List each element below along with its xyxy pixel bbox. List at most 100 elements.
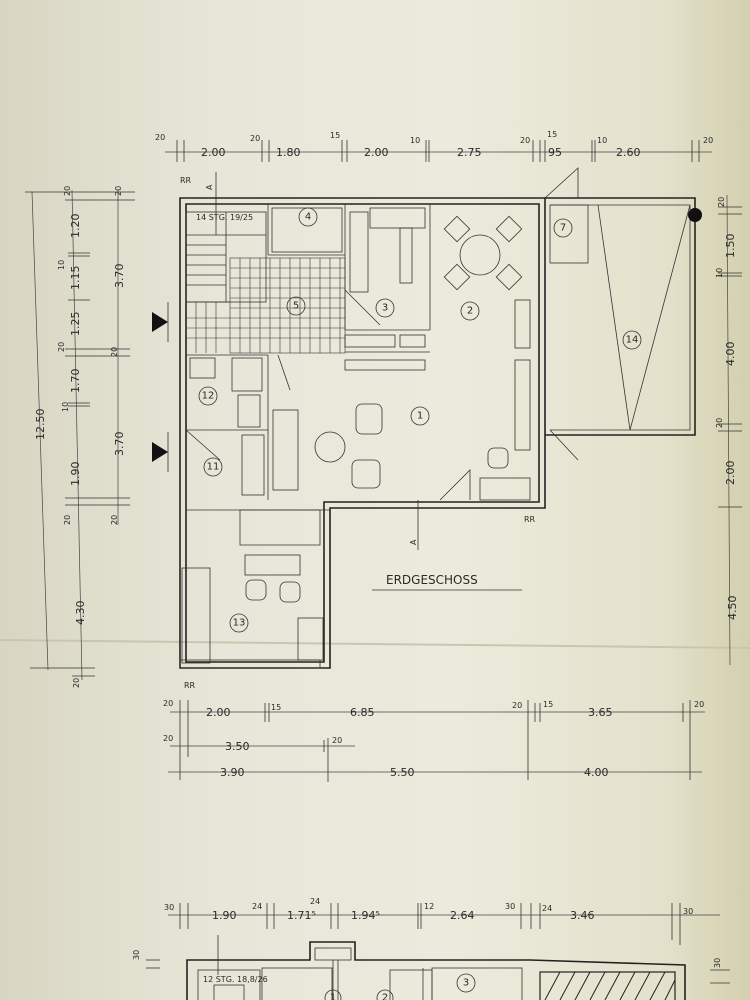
wall-dim: 30 [713, 958, 722, 968]
room-number-5: 5 [293, 301, 299, 312]
dim-left-mid: 3.70 [113, 432, 126, 457]
tiled-floor [186, 257, 346, 354]
wall-dim: 24 [542, 904, 552, 913]
upper-room-number-3: 3 [463, 978, 469, 989]
section-marker-a-bottom: A [409, 539, 418, 545]
wall-dim: 24 [252, 902, 262, 911]
wall-dim: 20 [163, 699, 173, 708]
dim-left-inner: 1.25 [69, 312, 82, 337]
room-number-14: 14 [626, 335, 639, 346]
dim-left-inner: 1.15 [69, 266, 82, 291]
wall-dim: 20 [250, 134, 260, 143]
dim-bottom: 2.00 [206, 706, 231, 719]
wall-dim: 15 [271, 703, 281, 712]
rr-label: RR [524, 515, 536, 524]
dim-right: 2.00 [724, 461, 737, 486]
top-dimension-chain: 2.00 1.80 2.00 2.75 95 2.60 20 20 15 10 … [155, 130, 713, 162]
dim-upper: 1.94⁵ [351, 909, 380, 922]
wall-dim: 10 [597, 136, 607, 145]
dim-left-inner: 1.70 [69, 369, 82, 394]
wall-dim: 20 [110, 347, 119, 357]
right-dimension-chain: 1.50 4.00 2.00 4.50 20 10 20 [715, 194, 742, 666]
room-number-1: 1 [417, 411, 423, 422]
dim-right: 4.50 [726, 596, 739, 621]
dim-right: 4.00 [724, 342, 737, 367]
wall-dim: 20 [715, 418, 724, 428]
wall-dim: 20 [512, 701, 522, 710]
wall-dim: 10 [61, 402, 70, 412]
wall-dim: 20 [57, 342, 66, 352]
wall-dim: 15 [543, 700, 553, 709]
upper-room-number-1: 1 [330, 993, 336, 1000]
dim-right: 1.50 [724, 234, 737, 259]
wall-dim: 20 [520, 136, 530, 145]
wall-dim: 30 [683, 907, 693, 916]
dim-left-inner: 4.30 [74, 601, 87, 626]
wall-dim: 20 [155, 133, 165, 142]
dim-top-5: 95 [548, 146, 562, 159]
room-number-13: 13 [233, 618, 246, 629]
wall-dim: 20 [110, 515, 119, 525]
dim-upper: 1.71⁵ [287, 909, 316, 922]
wall-dim: 20 [694, 700, 704, 709]
entrance-arrow [152, 312, 168, 332]
upper-stair-label: 12 STG. 18,8/26 [203, 975, 268, 984]
dim-left-total: 12.50 [34, 409, 47, 441]
room-number-3: 3 [382, 303, 388, 314]
wall-dim: 30 [164, 903, 174, 912]
wall-dim: 20 [72, 678, 81, 688]
entrance-arrow [152, 442, 168, 462]
dim-left-mid: 3.70 [113, 264, 126, 289]
dim-upper: 2.64 [450, 909, 475, 922]
upper-floor-plan-partial: 1.90 1.71⁵ 1.94⁵ 2.64 3.46 30 24 24 12 3… [132, 897, 730, 1000]
wall-dim: 10 [715, 268, 724, 278]
wall-dim: 20 [63, 515, 72, 525]
wall-dim: 15 [330, 131, 340, 140]
wall-dim: 10 [57, 260, 66, 270]
room-number-4: 4 [305, 212, 311, 223]
dim-top-4: 2.75 [457, 146, 482, 159]
wall-dim: 20 [703, 136, 713, 145]
wall-dim: 10 [410, 136, 420, 145]
room-number-2: 2 [467, 306, 473, 317]
dim-bottom: 6.85 [350, 706, 375, 719]
hatched-area [539, 971, 676, 1000]
room-number-12: 12 [202, 391, 215, 402]
dim-upper: 3.46 [570, 909, 595, 922]
dim-bottom: 3.50 [225, 740, 250, 753]
paper-fold [0, 639, 750, 649]
dim-bottom: 5.50 [390, 766, 415, 779]
dim-left-inner: 1.90 [69, 462, 82, 487]
room-number-7: 7 [560, 223, 566, 234]
dim-top-3: 2.00 [364, 146, 389, 159]
room-number-11: 11 [207, 462, 220, 473]
stair-label: 14 STG. 19/25 [196, 213, 253, 222]
wall-dim: 20 [332, 736, 342, 745]
ground-floor-plan: A A RR RR RR 14 STG. 19/25 1 2 3 4 5 7 1… [152, 167, 702, 690]
wall-dim: 20 [63, 186, 72, 196]
wall-dim: 20 [114, 186, 123, 196]
dim-upper: 1.90 [212, 909, 237, 922]
dim-bottom: 3.90 [220, 766, 245, 779]
bottom-dimension-chains: 2.00 6.85 3.65 20 15 20 15 20 3.50 20 20… [163, 699, 705, 782]
dim-left-inner: 1.20 [69, 214, 82, 239]
floor-title: ERDGESCHOSS [386, 573, 478, 587]
dim-top-6: 2.60 [616, 146, 641, 159]
wall-dim: 12 [424, 902, 434, 911]
wall-dim: 20 [163, 734, 173, 743]
wall-dim: 20 [717, 197, 726, 207]
section-marker-a-top: A [205, 184, 214, 190]
rr-label: RR [180, 176, 192, 185]
dim-bottom: 3.65 [588, 706, 613, 719]
rr-label: RR [184, 681, 196, 690]
wall-dim: 24 [310, 897, 320, 906]
wall-dim: 15 [547, 130, 557, 139]
wall-dim: 30 [132, 950, 141, 960]
left-dimension-chains: 12.50 1.20 1.15 1.25 1.70 1.90 4.30 20 1… [25, 186, 135, 688]
upper-room-number-2: 2 [382, 993, 388, 1000]
dim-top-2: 1.80 [276, 146, 301, 159]
dim-bottom: 4.00 [584, 766, 609, 779]
dim-top-1: 2.00 [201, 146, 226, 159]
